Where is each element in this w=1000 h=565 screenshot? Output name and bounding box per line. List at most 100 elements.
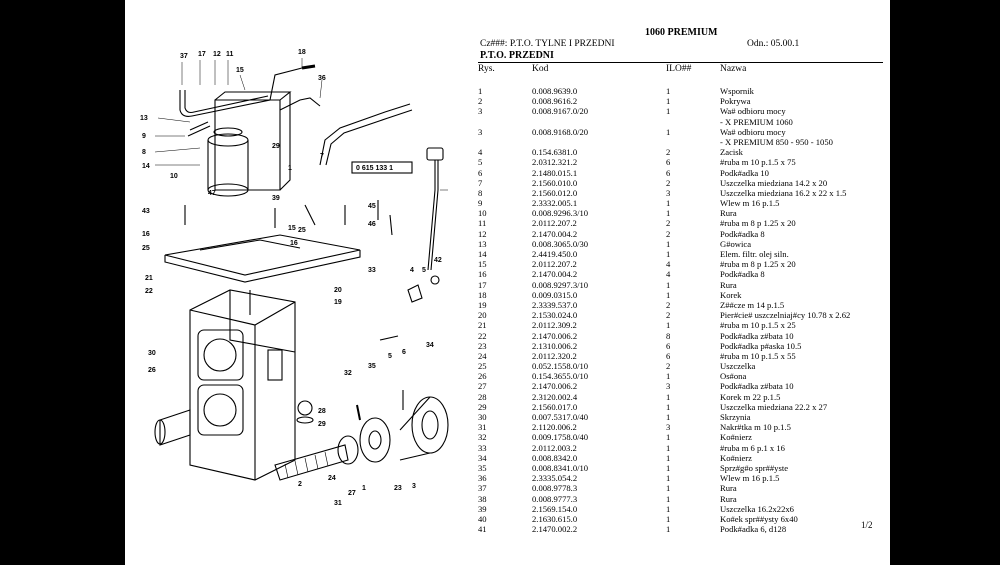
cell-nazwa: Korek — [720, 289, 742, 300]
reference-label: Odn.: 05.00.1 — [747, 39, 800, 49]
cell-kod: 2.0312.321.2 — [532, 157, 578, 168]
cell-kod: 2.0112.320.2 — [532, 350, 577, 361]
diagram-callout: 30 — [148, 350, 156, 357]
cell-ilo: 1 — [666, 503, 671, 514]
cell-ilo: 1 — [666, 198, 671, 209]
cell-kod: 2.1560.017.0 — [532, 401, 578, 412]
diagram-callout: 42 — [434, 257, 442, 264]
cell-kod: 2.1470.006.2 — [532, 330, 578, 341]
cell-nazwa-variant: - X PREMIUM 850 - 950 - 1050 — [720, 136, 833, 147]
diagram-callout: 20 — [334, 287, 342, 294]
cell-nazwa: #ruba m 10 p.1.5 x 75 — [720, 157, 796, 168]
cell-rys: 40 — [478, 513, 487, 524]
cell-ilo: 1 — [666, 483, 671, 494]
cell-kod: 0.154.6381.0 — [532, 147, 578, 158]
cell-nazwa: Pokrywa — [720, 96, 751, 107]
cell-nazwa: Podk#adka 8 — [720, 228, 765, 239]
cell-ilo: 1 — [666, 432, 671, 443]
cell-rys: 25 — [478, 361, 487, 372]
cell-nazwa: Elem. filtr. olej siln. — [720, 249, 789, 260]
cell-rys: 18 — [478, 289, 487, 300]
document-title: 1060 PREMIUM — [645, 27, 718, 38]
diagram-callout: 31 — [334, 500, 342, 507]
cell-rys: 1 — [478, 86, 483, 96]
cell-kod: 2.1530.024.0 — [532, 310, 578, 321]
diagram-callout: 25 — [142, 245, 150, 252]
cell-ilo: 8 — [666, 330, 671, 341]
diagram-callout: 33 — [368, 267, 376, 274]
cell-rys: 39 — [478, 503, 487, 514]
cell-nazwa: Podk#adka p#aska 10.5 — [720, 340, 802, 351]
cell-rys: 4 — [478, 147, 483, 158]
diagram-callout: 22 — [145, 288, 153, 295]
diagram-callout: 14 — [142, 163, 150, 170]
cell-kod: 2.0112.003.2 — [532, 442, 577, 453]
cell-rys: 35 — [478, 462, 487, 473]
diagram-callout: 9 — [142, 133, 146, 140]
cell-nazwa: #ruba m 8 p 1.25 x 20 — [720, 259, 796, 270]
cell-kod: 2.1120.006.2 — [532, 422, 577, 433]
cell-rys: 33 — [478, 442, 487, 453]
cell-nazwa: Korek m 22 p.1.5 — [720, 391, 781, 402]
cell-nazwa: Ko#nierz — [720, 432, 752, 443]
cell-ilo: 1 — [666, 126, 671, 137]
diagram-callout: 26 — [148, 367, 156, 374]
cell-kod: 0.008.9778.3 — [532, 483, 578, 494]
diagram-callout: 5 — [388, 353, 392, 360]
cell-kod: 0.052.1558.0/10 — [532, 361, 589, 372]
cell-kod: 2.3332.005.1 — [532, 198, 578, 209]
cell-nazwa: Wlew m 16 p.1.5 — [720, 473, 780, 484]
diagram-callout: 23 — [394, 485, 402, 492]
diagram-callout: 8 — [142, 149, 146, 156]
diagram-callout: 24 — [328, 475, 336, 482]
cell-ilo: 2 — [666, 310, 671, 321]
cell-kod: 0.008.9639.0 — [532, 86, 578, 96]
cell-rys: 23 — [478, 340, 487, 351]
cell-rys: 21 — [478, 320, 487, 331]
cell-nazwa: Podk#adka z#bata 10 — [720, 381, 794, 392]
cell-kod: 2.0112.207.2 — [532, 218, 577, 229]
cell-ilo: 2 — [666, 147, 671, 158]
header-rule — [478, 62, 883, 63]
cell-rys: 30 — [478, 412, 487, 423]
cell-kod: 2.0112.207.2 — [532, 259, 577, 270]
cell-ilo: 6 — [666, 340, 671, 351]
cell-ilo: 3 — [666, 187, 671, 198]
cell-nazwa: Rura — [720, 483, 737, 494]
cell-kod: 0.008.8341.0/10 — [532, 462, 589, 473]
cell-ilo: 1 — [666, 391, 671, 402]
cell-kod: 0.008.9167.0/20 — [532, 106, 589, 117]
cell-nazwa: Uszczelka miedziana 22.2 x 27 — [720, 401, 828, 412]
cell-ilo: 1 — [666, 473, 671, 484]
column-header-kod: Kod — [532, 64, 549, 74]
cell-nazwa: Wa# odbioru mocy — [720, 106, 786, 117]
cell-kod: 0.007.5317.0/40 — [532, 412, 589, 423]
cell-rys: 29 — [478, 401, 487, 412]
cell-kod: 0.008.9296.3/10 — [532, 208, 589, 219]
cell-nazwa: #ruba m 10 p.1.5 x 25 — [720, 320, 796, 331]
diagram-callout: 15 — [288, 225, 296, 232]
cell-nazwa: Sprz#g#o spr##yste — [720, 462, 789, 473]
cell-ilo: 2 — [666, 177, 671, 188]
cell-rys: 37 — [478, 483, 487, 494]
cell-kod: 2.1480.015.1 — [532, 167, 578, 178]
cell-ilo: 2 — [666, 361, 671, 372]
cell-kod: 2.3335.054.2 — [532, 473, 578, 484]
cell-nazwa: Uszczelka miedziana 14.2 x 20 — [720, 177, 828, 188]
cell-kod: 2.3120.002.4 — [532, 391, 578, 402]
page-number: 1/2 — [861, 520, 873, 530]
diagram-callout: 32 — [344, 370, 352, 377]
